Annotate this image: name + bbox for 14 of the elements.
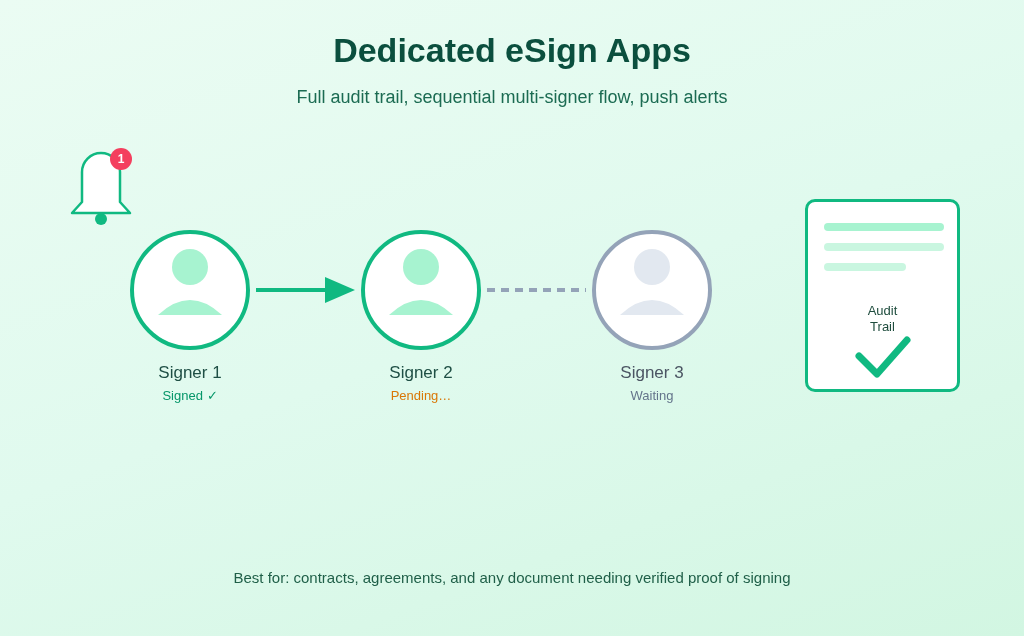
document-label: Audit Trail: [866, 303, 899, 335]
signer-name: Signer 3: [620, 363, 684, 383]
caption: Best for: contracts, agreements, and any document needing verified proof of signing: [233, 569, 791, 587]
arrow: [256, 277, 355, 303]
signer-status: Pending…: [390, 388, 452, 404]
title: Dedicated eSign Apps: [333, 30, 691, 71]
subtitle: Full audit trail, sequential multi-signer flow, push alerts: [296, 86, 728, 108]
signer-name: Signer 1: [158, 363, 222, 383]
notification-badge: 1: [110, 148, 132, 170]
dashed-connector-line: [487, 288, 586, 292]
document-card: [805, 199, 960, 392]
signer-status: Signed ✓: [162, 388, 218, 404]
signer-name: Signer 2: [389, 363, 453, 383]
signer-status: Waiting: [630, 388, 674, 404]
